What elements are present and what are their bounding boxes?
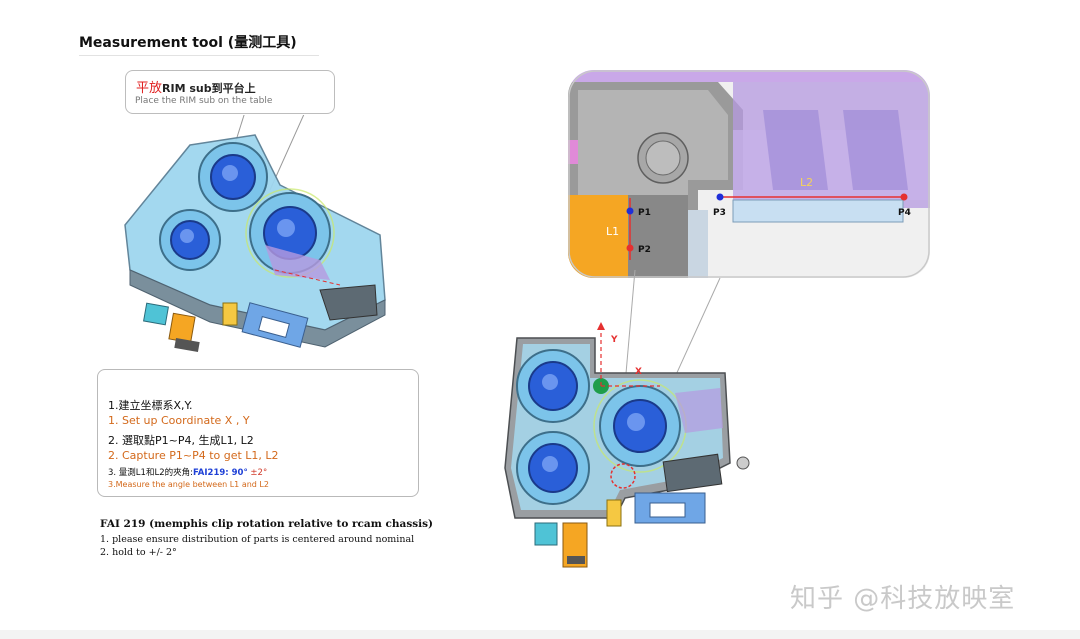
zoom-label-l1: L1 (606, 225, 619, 238)
bottom-band (0, 630, 1080, 639)
step-1-en: 1. Set up Coordinate X , Y (108, 414, 250, 427)
zhihu-watermark: 知乎 @科技放映室 (790, 584, 1016, 614)
measurement-steps-box: 1.建立坐標系X,Y. 1. Set up Coordinate X , Y 2… (97, 369, 419, 497)
rim-sub-render-left (124, 115, 386, 353)
placement-callout: 平放RIM sub到平台上 Place the RIM sub on the t… (125, 70, 335, 114)
title-divider (79, 55, 319, 56)
step-2-zh: 2. 選取點P1~P4, 生成L1, L2 (108, 434, 254, 447)
step-2-en: 2. Capture P1~P4 to get L1, L2 (108, 449, 279, 462)
callout-subtitle: Place the RIM sub on the table (135, 96, 273, 106)
zoom-label-p3: P3 (713, 208, 726, 218)
axis-label-x: X (635, 367, 642, 377)
rim-sub-render-right: Y X (504, 322, 750, 568)
callout-title: 平放RIM sub到平台上 (136, 81, 256, 96)
step-3-en: 3.Measure the angle between L1 and L2 (108, 480, 269, 489)
axis-label-y: Y (610, 335, 618, 345)
zoom-label-p2: P2 (638, 245, 651, 255)
step-1-zh: 1.建立坐標系X,Y. (108, 399, 193, 412)
zoom-label-p4: P4 (898, 208, 911, 218)
fai-heading: FAI 219 (memphis clip rotation relative … (100, 518, 434, 530)
zoom-label-p1: P1 (638, 208, 651, 218)
zoom-leader-lines (624, 270, 721, 389)
fai-note-1: 1. please ensure distribution of parts i… (100, 534, 415, 545)
step-3-zh: 3. 量測L1和L2的夾角:FAI219: 90° ±2° (108, 468, 268, 478)
zoom-label-l2: L2 (800, 176, 813, 189)
zoom-detail-render: L1 L2 P1 P2 P3 P4 (568, 70, 930, 278)
page-title: Measurement tool (量测工具) (79, 35, 297, 51)
fai-note-2: 2. hold to +/- 2° (100, 547, 177, 558)
fai-notes: FAI 219 (memphis clip rotation relative … (100, 518, 433, 558)
